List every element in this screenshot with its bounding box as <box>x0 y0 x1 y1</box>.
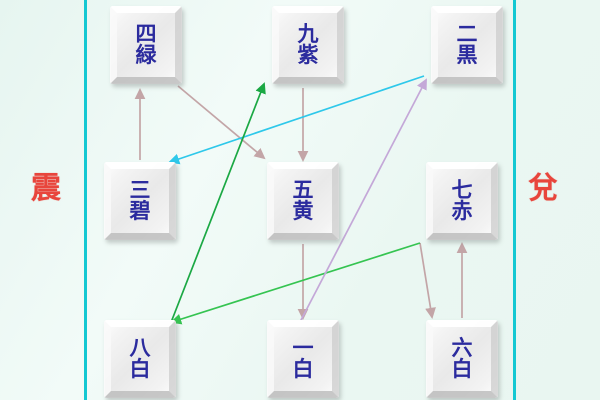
tile-number: 二 <box>456 21 478 46</box>
tile-number: 九 <box>297 21 319 46</box>
tile-color-word: 緑 <box>135 43 157 67</box>
tile-8-white[interactable]: 八 白 <box>104 320 176 398</box>
tile-2-black[interactable]: 二 黒 <box>431 6 503 84</box>
tile-number: 八 <box>129 335 151 360</box>
tile-color-word: 白 <box>292 357 314 381</box>
tile-1-white[interactable]: 一 白 <box>267 320 339 398</box>
tile-number: 六 <box>451 335 473 360</box>
tile-number: 三 <box>129 177 151 202</box>
tile-label: 五 黄 <box>281 177 325 223</box>
tile-label: 一 白 <box>281 335 325 381</box>
tile-5-yellow[interactable]: 五 黄 <box>267 162 339 240</box>
arrow-八白-to-九紫 <box>169 82 266 326</box>
tile-color-word: 白 <box>129 357 151 381</box>
trigram-label-zhen: 震 <box>31 171 61 206</box>
right-boundary-line <box>513 0 516 400</box>
tile-label: 八 白 <box>118 335 162 381</box>
tile-label: 四 緑 <box>124 21 168 67</box>
tile-4-green[interactable]: 四 緑 <box>110 6 182 84</box>
tile-number: 一 <box>292 335 314 360</box>
trigram-label-dui: 兌 <box>528 171 558 206</box>
tile-color-word: 黄 <box>292 199 314 223</box>
tile-number: 四 <box>135 21 157 46</box>
tile-color-word: 白 <box>451 357 473 381</box>
tile-6-white[interactable]: 六 白 <box>426 320 498 398</box>
tile-color-word: 碧 <box>129 199 151 223</box>
left-boundary-line <box>84 0 87 400</box>
arrow-七赤-to-八白 <box>170 242 421 325</box>
tile-7-red[interactable]: 七 赤 <box>426 162 498 240</box>
tile-label: 三 碧 <box>118 177 162 223</box>
tile-9-purple[interactable]: 九 紫 <box>272 6 344 84</box>
tile-label: 六 白 <box>440 335 484 381</box>
arrow-七赤-to-六白 <box>419 242 436 320</box>
tile-label: 二 黒 <box>445 21 489 67</box>
tile-label: 七 赤 <box>440 177 484 223</box>
tile-color-word: 赤 <box>451 199 473 223</box>
tile-color-word: 紫 <box>297 43 319 67</box>
tile-label: 九 紫 <box>286 21 330 67</box>
arrow-四緑-to-五黄 <box>177 85 266 160</box>
tile-number: 五 <box>292 177 314 202</box>
arrow-二黒-to-三碧 <box>168 75 425 165</box>
tile-number: 七 <box>451 177 473 202</box>
tile-color-word: 黒 <box>456 43 478 67</box>
tile-3-jade[interactable]: 三 碧 <box>104 162 176 240</box>
